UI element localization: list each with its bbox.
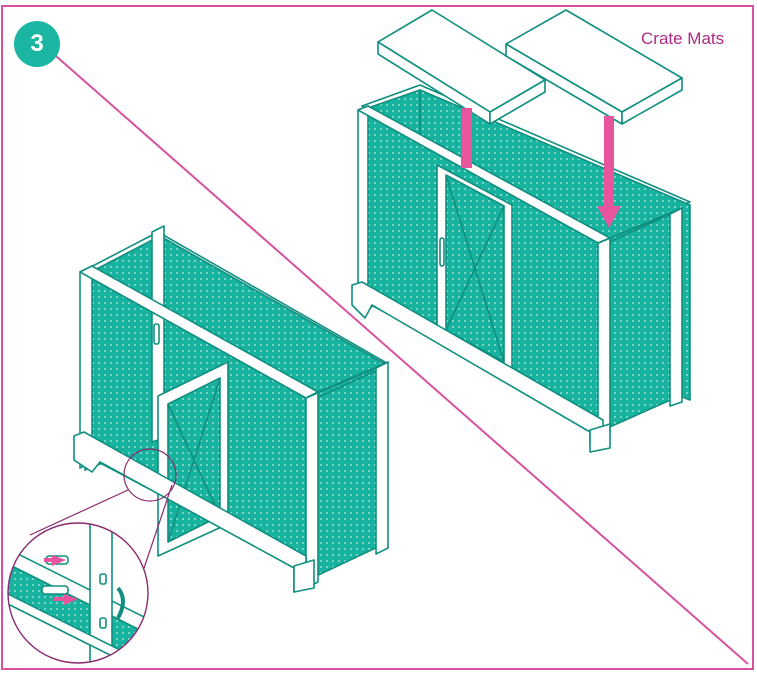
crate-door-open <box>73 225 389 593</box>
detail-source-circle <box>123 448 177 502</box>
crate-mat-right <box>505 9 683 125</box>
step-number-badge: 3 <box>14 21 60 67</box>
step-divider <box>39 41 749 665</box>
right-side-panel <box>311 367 383 579</box>
crate-with-mats <box>351 84 691 453</box>
door-handle <box>439 237 445 267</box>
arrow-down-icon <box>461 108 621 228</box>
right-side-panel <box>602 211 676 431</box>
crate-mat-left <box>377 9 546 125</box>
zoom-detail <box>7 522 149 664</box>
frame-border <box>1 5 754 670</box>
door-handle <box>153 323 160 345</box>
arrow-right-icon <box>44 555 78 605</box>
crate-mats-label: Crate Mats <box>641 29 725 48</box>
detail-callout <box>29 448 177 581</box>
crate-mats <box>377 9 683 125</box>
